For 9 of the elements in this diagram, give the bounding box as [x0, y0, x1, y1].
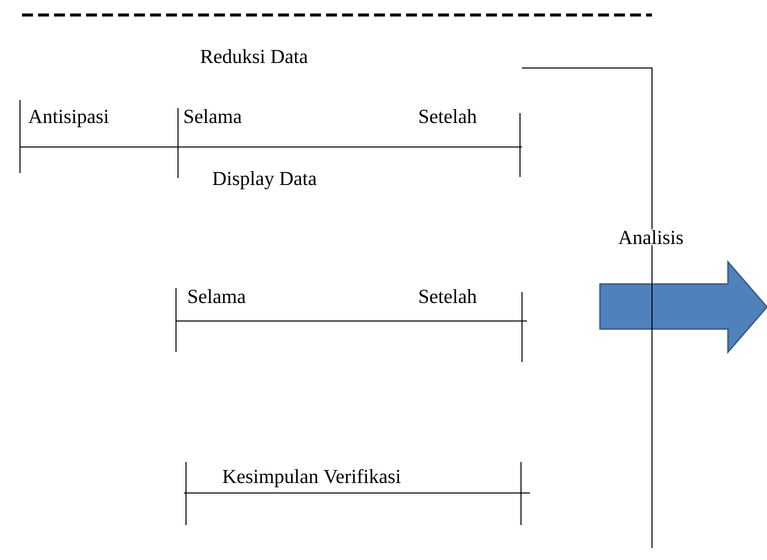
label: Analisis: [617, 229, 685, 246]
label: Kesimpulan Verifikasi: [221, 468, 402, 488]
label: Selama: [182, 108, 243, 124]
label: Setelah: [417, 108, 478, 124]
label: Reduksi Data: [199, 48, 309, 64]
label: Display Data: [211, 170, 318, 190]
label: Setelah: [417, 288, 478, 304]
label: Selama: [186, 288, 247, 304]
label: Antisipasi: [27, 108, 110, 128]
